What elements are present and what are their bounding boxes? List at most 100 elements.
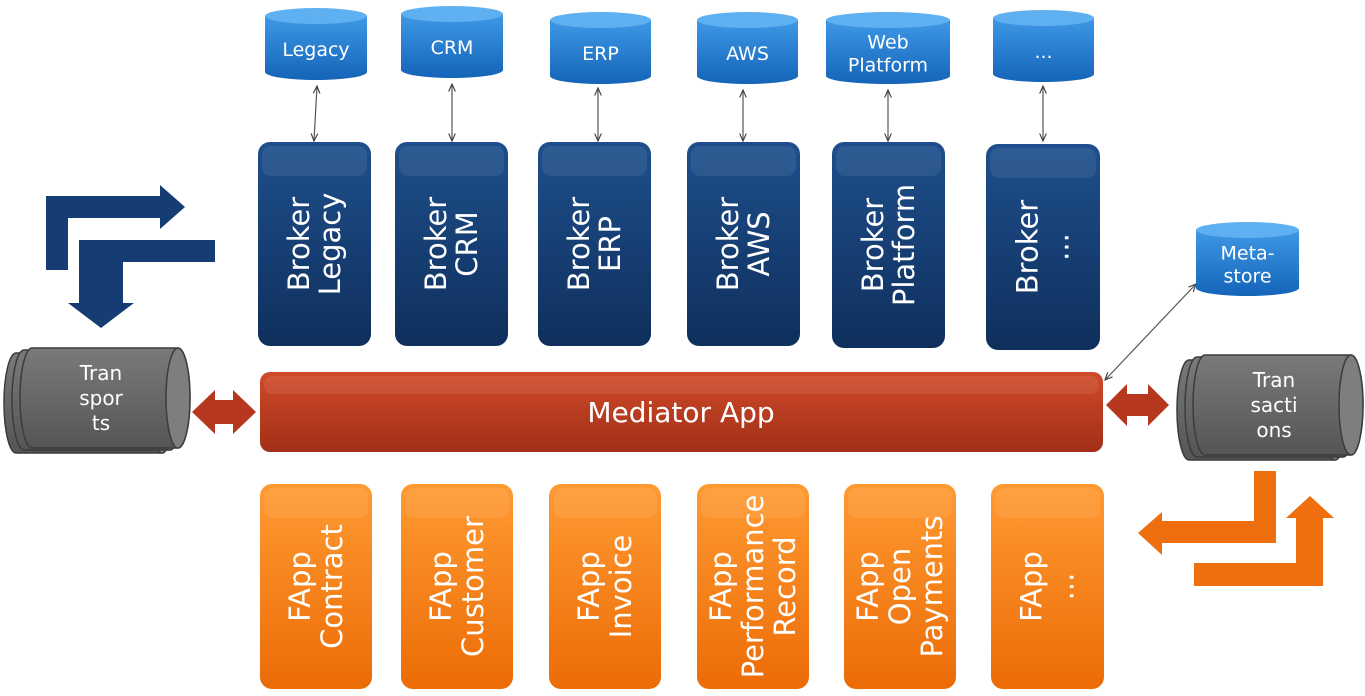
database-2: CRM — [401, 6, 503, 78]
transports-cylinder-cap — [165, 347, 191, 449]
broker-label-line: AWS — [742, 211, 776, 276]
fapp-label-line: ... — [1047, 573, 1081, 601]
database-6-label: ... — [1034, 41, 1052, 63]
transport-flow-arrows — [46, 185, 215, 328]
metastore-cylinder: Meta-store — [1196, 222, 1299, 296]
broker-4-box — [687, 142, 800, 346]
fapp-label-line: Record — [768, 536, 802, 636]
fapp-4-box — [697, 484, 809, 689]
broker-label-line: Legacy — [313, 193, 347, 296]
fapp-label-line: FApp — [572, 551, 606, 622]
fapp-3-gloss — [553, 488, 657, 518]
broker-label-line: CRM — [450, 211, 484, 276]
broker-3-box — [538, 142, 651, 346]
broker-2-box — [395, 142, 508, 346]
broker-4-gloss — [691, 146, 796, 176]
broker-label-line: Broker — [711, 197, 745, 292]
broker-5-box — [832, 142, 945, 348]
metastore-cylinder-body — [1196, 230, 1299, 296]
fapp-5-box — [844, 484, 956, 689]
fapp-label-line: Invoice — [604, 535, 638, 639]
fapp-label-line: Contract — [315, 524, 349, 649]
database-4-label: AWS — [726, 43, 769, 65]
fapp-label-line: Customer — [456, 516, 490, 657]
fapp-label-line: Payments — [915, 515, 949, 657]
metastore-cylinder-top — [1196, 222, 1299, 238]
connector-metastore — [1105, 284, 1196, 380]
fapp-2-gloss — [405, 488, 509, 518]
transactions-label: ons — [1256, 418, 1291, 442]
database-2-body — [401, 14, 503, 78]
broker-label-line: Broker — [1011, 200, 1045, 295]
fapp-4-gloss — [701, 488, 805, 518]
transports-label: spor — [79, 386, 123, 410]
transactions-label: sacti — [1250, 393, 1297, 417]
database-3-label: ERP — [582, 43, 619, 65]
mediator-app-highlight — [264, 376, 1099, 394]
database-3: ERP — [549, 12, 651, 84]
fapp-label-line: Open — [883, 548, 917, 625]
mediator-app-label: Mediator App — [587, 396, 774, 429]
database-1-label: Legacy — [282, 39, 349, 61]
database-4-body — [697, 20, 798, 84]
fapp-label-line: FApp — [283, 551, 317, 622]
metastore: Meta-store — [1196, 222, 1299, 296]
broker-label-line: ... — [1042, 233, 1076, 261]
broker-2-gloss — [399, 146, 504, 176]
orange-flow-arrow-left — [1138, 471, 1276, 555]
database-6: ... — [993, 10, 1094, 82]
navy-flow-arrow-down — [68, 240, 215, 328]
db-broker-connectors — [314, 84, 1196, 380]
broker-6-box — [986, 144, 1100, 350]
transactions-cylinder-cap — [1338, 354, 1364, 456]
metastore-cylinder-label: store — [1223, 266, 1271, 288]
fapp-label-line: FApp — [1015, 551, 1049, 622]
mediator-app: Mediator App — [260, 372, 1103, 452]
databases: Legacy CRM ERP AWS WebPlatform... — [265, 6, 1094, 84]
database-5-label: Web — [867, 32, 908, 54]
fapp-5-gloss — [848, 488, 952, 518]
broker-label-line: Broker — [282, 197, 316, 292]
broker-5-gloss — [836, 146, 941, 176]
mediator-app-bar — [260, 372, 1103, 452]
broker-label-line: Platform — [887, 184, 921, 306]
fapp-label-line: FApp — [424, 551, 458, 622]
database-5-body — [826, 20, 950, 84]
database-1-body — [265, 16, 367, 80]
orange-flow-arrow-up — [1194, 496, 1334, 586]
broker-1-gloss — [262, 146, 367, 176]
broker-label-line: ERP — [593, 216, 627, 272]
database-6-body — [993, 18, 1094, 82]
database-5-top — [826, 12, 950, 28]
broker-6-label-group: Broker... — [1011, 200, 1076, 295]
fapp-label-line: FApp — [704, 551, 738, 622]
mediator-transactions-arrow — [1106, 384, 1169, 426]
fapp-1-box — [260, 484, 372, 689]
navy-flow-arrow-right — [46, 185, 185, 270]
transports-label: Tran — [79, 361, 122, 385]
database-1-top — [265, 8, 367, 24]
transports-mediator-arrow — [192, 390, 256, 434]
database-2-top — [401, 6, 503, 22]
transactions-label: Tran — [1252, 368, 1295, 392]
database-2-label: CRM — [431, 37, 474, 59]
broker-6: Broker... — [986, 144, 1100, 350]
database-5-label: Platform — [848, 55, 928, 77]
database-3-body — [549, 20, 651, 84]
